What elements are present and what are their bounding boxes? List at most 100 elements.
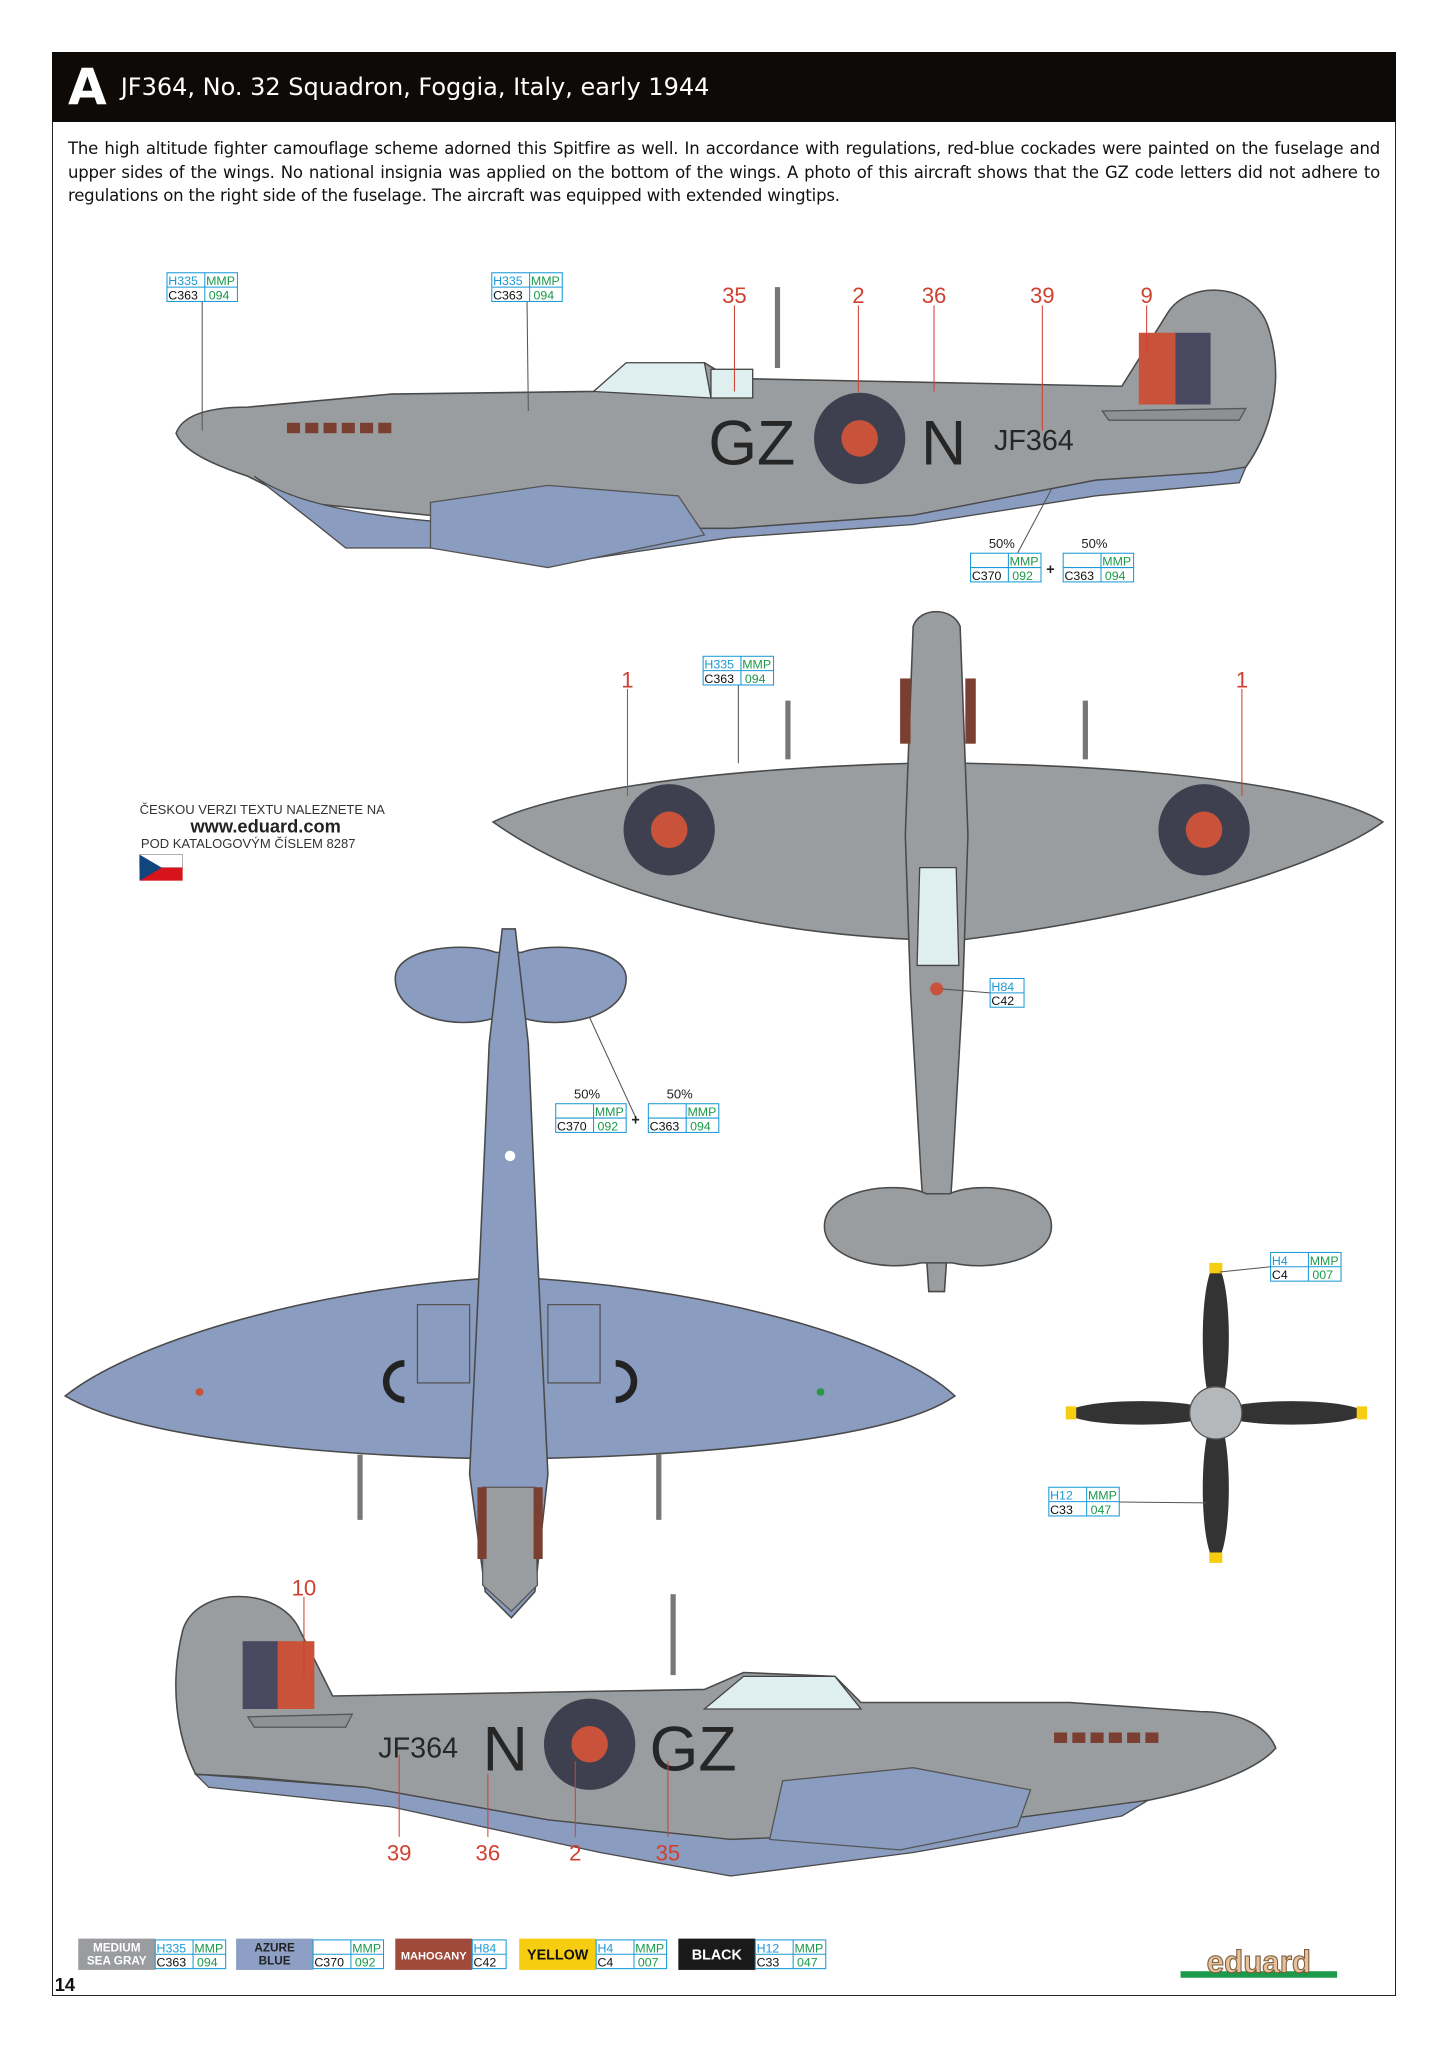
left-side-profile: GZ N JF364 [175, 287, 1277, 569]
mmp-label: MMP [352, 1941, 381, 1955]
code-letters-gz-right: GZ [650, 1714, 737, 1784]
stencil-number-label: 39 [387, 1840, 412, 1865]
mmp-color-code: 094 [1105, 569, 1126, 583]
stencil-number: 9 [1140, 283, 1153, 353]
mmp-label: MMP [595, 1105, 624, 1119]
wing-roundel-right [1158, 784, 1250, 876]
czech-flag-icon [139, 854, 183, 881]
serial-number: JF364 [994, 425, 1074, 457]
leader-line [1219, 1266, 1271, 1273]
color-swatch [236, 1938, 314, 1970]
mmp-color-code: 094 [745, 672, 766, 686]
profile-description: The high altitude fighter camouflage sch… [68, 139, 1380, 205]
color-swatch [78, 1938, 156, 1970]
hobby-color-code: H335 [157, 1941, 187, 1955]
hobby-color-code: H4 [1272, 1254, 1288, 1268]
mr-color-code: C370 [972, 569, 1002, 583]
stencil-number-label: 9 [1140, 283, 1152, 308]
mmp-label: MMP [1310, 1254, 1339, 1268]
hobby-color-code: H335 [704, 658, 734, 672]
mmp-color-code: 007 [1312, 1268, 1333, 1282]
mix-percent: 50% [667, 1087, 693, 1102]
mix-plus: + [1046, 562, 1054, 578]
mmp-label: MMP [742, 658, 771, 672]
czech-note: ČESKOU VERZI TEXTU NALEZNETE NA www.edua… [139, 802, 385, 881]
mix-percent: 50% [574, 1087, 600, 1102]
hobby-color-code: H335 [493, 274, 523, 288]
color-name: BLUE [259, 1955, 291, 1968]
mmp-color-code: 047 [1091, 1503, 1112, 1517]
code-letter-n: N [921, 409, 966, 479]
eduard-logo: eduard [1180, 1944, 1338, 1980]
hobby-color-code: H335 [168, 274, 198, 288]
stencil-number: 2 [569, 1761, 581, 1865]
mr-color-code: C363 [704, 672, 734, 686]
stencil-number-label: 1 [1236, 668, 1248, 693]
mr-color-code: C42 [474, 1956, 497, 1970]
serial-number-right: JF364 [378, 1732, 458, 1764]
mr-color-code: C42 [991, 994, 1014, 1008]
stencil-number: 10 [292, 1576, 316, 1677]
mmp-label: MMP [531, 274, 560, 288]
czech-note-line2: POD KATALOGOVÝM ČÍSLEM 8287 [141, 836, 356, 851]
mr-color-code: C370 [557, 1119, 587, 1133]
mmp-color-code: 047 [797, 1956, 818, 1970]
color-name: MAHOGANY [401, 1950, 467, 1962]
fuselage-roundel-right [543, 1698, 636, 1790]
hobby-color-code: H12 [1050, 1489, 1073, 1503]
mmp-color-code: 007 [638, 1956, 659, 1970]
page-number: 14 [55, 1974, 76, 1995]
mr-color-code: C363 [1064, 569, 1094, 583]
leader-line [941, 988, 991, 994]
mr-color-code: C370 [314, 1956, 344, 1970]
color-name: YELLOW [527, 1947, 589, 1963]
color-name: MEDIUM [93, 1942, 141, 1955]
hobby-color-code: H84 [991, 980, 1014, 994]
stencil-number: 36 [476, 1774, 500, 1865]
code-letter-n-right: N [483, 1714, 528, 1784]
czech-note-url[interactable]: www.eduard.com [189, 815, 340, 836]
stencil-number-label: 39 [1030, 283, 1055, 308]
hobby-color-code: H12 [757, 1941, 780, 1955]
mix-plus: + [631, 1113, 639, 1129]
stencil-number: 39 [1030, 283, 1055, 431]
hobby-color-code: H84 [474, 1941, 497, 1955]
fuselage-roundel [814, 392, 906, 485]
mr-color-code: C4 [597, 1956, 613, 1970]
stencil-number-label: 2 [569, 1840, 581, 1865]
mr-color-code: C363 [650, 1119, 680, 1133]
stencil-number-label: 35 [722, 283, 747, 308]
mr-color-code: C363 [157, 1956, 187, 1970]
mr-color-code: C4 [1272, 1268, 1288, 1282]
mix-percent: 50% [989, 536, 1015, 551]
mmp-label: MMP [1088, 1489, 1117, 1503]
mr-color-code: C363 [168, 289, 198, 303]
mmp-color-code: 094 [209, 289, 230, 303]
mmp-label: MMP [635, 1941, 664, 1955]
profile-letter: A [68, 58, 107, 116]
stencil-number: 1 [1236, 668, 1248, 796]
mr-color-code: C363 [493, 289, 523, 303]
mmp-color-code: 092 [597, 1119, 618, 1133]
wing-roundel-left [623, 784, 715, 876]
mmp-label: MMP [206, 274, 235, 288]
mmp-color-code: 094 [534, 289, 555, 303]
stencil-number: 39 [387, 1754, 412, 1865]
stencil-number: 1 [621, 668, 634, 796]
mmp-color-code: 094 [197, 1956, 218, 1970]
eduard-logo-text: eduard [1207, 1945, 1311, 1980]
code-letters-gz: GZ [708, 409, 795, 479]
mmp-label: MMP [194, 1941, 223, 1955]
stencil-number-label: 35 [656, 1840, 681, 1865]
mr-color-code: C33 [1050, 1503, 1073, 1517]
profile-header: A JF364, No. 32 Squadron, Foggia, Italy,… [52, 52, 1396, 122]
